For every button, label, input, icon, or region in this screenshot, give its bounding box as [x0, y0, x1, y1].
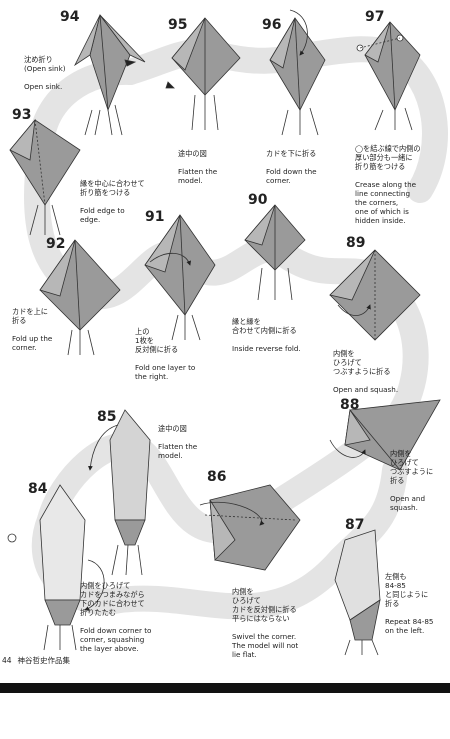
caption-en: Repeat 84-85 on the left.	[385, 617, 447, 635]
caption-jp: 左側も 84-85 と同じように 折る	[385, 572, 447, 608]
caption-jp: ◯を結ぶ線で内側の 厚い部分も一緒に 折り筋をつける	[355, 144, 447, 171]
caption-jp: 縁と縁を 合わせて内側に折る	[232, 317, 322, 335]
caption-jp: カドを下に折る	[266, 149, 346, 158]
caption-jp: 上の 1枚を 反対側に折る	[135, 327, 215, 354]
step-95-caption: 途中の図 Flatten the model.	[178, 140, 248, 194]
caption-en: Swivel the corner. The model will not li…	[232, 632, 324, 659]
diagram-step-93	[10, 120, 80, 235]
step-number: 92	[46, 237, 65, 251]
step-87-caption: 左側も 84-85 と同じように 折る Repeat 84-85 on the …	[385, 563, 447, 644]
step-86-caption: 内側を ひろげて カドを反対側に折る 平らにはならない Swivel the c…	[232, 578, 324, 668]
caption-jp: 内側を ひろげて つぶすように折る	[333, 349, 413, 376]
step-85-caption: 途中の図 Flatten the model.	[158, 415, 218, 469]
caption-en: Fold one layer to the right.	[135, 363, 215, 381]
step-91-caption: 上の 1枚を 反対側に折る Fold one layer to the righ…	[135, 318, 215, 390]
caption-en: Open and squash.	[333, 385, 413, 394]
caption-en: Open sink.	[24, 82, 94, 91]
diagram-step-85	[90, 410, 150, 575]
caption-jp: 縁を中心に合わせて 折り筋をつける	[80, 179, 170, 197]
step-97-caption: ◯を結ぶ線で内側の 厚い部分も一緒に 折り筋をつける Crease along …	[355, 135, 447, 234]
caption-jp: 沈め折り (Open sink)	[24, 55, 94, 73]
step-number: 93	[12, 108, 31, 122]
step-number: 97	[365, 10, 384, 24]
step-number: 86	[207, 470, 226, 484]
step-number: 89	[346, 236, 365, 250]
page-number: 44	[2, 656, 12, 665]
step-89-caption: 内側を ひろげて つぶすように折る Open and squash.	[333, 340, 413, 403]
page-footer: 44 神谷哲史作品集	[2, 655, 76, 666]
diagram-step-95	[166, 18, 240, 130]
caption-en: Fold edge to edge.	[80, 206, 170, 224]
step-number: 84	[28, 482, 47, 496]
step-90-caption: 縁と縁を 合わせて内側に折る Inside reverse fold.	[232, 308, 322, 362]
caption-en: Fold down corner to corner, squashing th…	[80, 626, 180, 653]
caption-en: Open and squash.	[390, 494, 448, 512]
step-number: 94	[60, 10, 79, 24]
caption-jp: 内側を ひろげて カドを反対側に折る 平らにはならない	[232, 587, 324, 623]
step-88-caption: 内側を ひろげて つぶすように 折る Open and squash.	[390, 440, 448, 521]
caption-jp: 途中の図	[158, 424, 218, 433]
book-title: 神谷哲史作品集	[18, 656, 71, 665]
step-number: 95	[168, 18, 187, 32]
caption-jp: 途中の図	[178, 149, 248, 158]
step-number: 96	[262, 18, 281, 32]
bottom-bar	[0, 683, 450, 693]
step-94-caption: 沈め折り (Open sink) Open sink.	[24, 46, 94, 100]
step-96-caption: カドを下に折る Fold down the corner.	[266, 140, 346, 194]
caption-en: Flatten the model.	[178, 167, 248, 185]
step-92-caption: カドを上に 折る Fold up the corner.	[12, 298, 72, 361]
caption-jp: 内側をひろげて カドをつまみながら 下のカドに合わせて 折りたたむ	[80, 581, 180, 617]
step-93-caption: 縁を中心に合わせて 折り筋をつける Fold edge to edge.	[80, 170, 170, 233]
caption-en: Fold up the corner.	[12, 334, 72, 352]
caption-en: Inside reverse fold.	[232, 344, 322, 353]
caption-jp: 内側を ひろげて つぶすように 折る	[390, 449, 448, 485]
step-number: 87	[345, 518, 364, 532]
step-number: 90	[248, 193, 267, 207]
caption-en: Fold down the corner.	[266, 167, 346, 185]
step-84-caption: 内側をひろげて カドをつまみながら 下のカドに合わせて 折りたたむ Fold d…	[80, 572, 180, 662]
caption-en: Flatten the model.	[158, 442, 218, 460]
caption-en: Crease along the line connecting the cor…	[355, 180, 447, 225]
caption-jp: カドを上に 折る	[12, 307, 72, 325]
step-number: 85	[97, 410, 116, 424]
